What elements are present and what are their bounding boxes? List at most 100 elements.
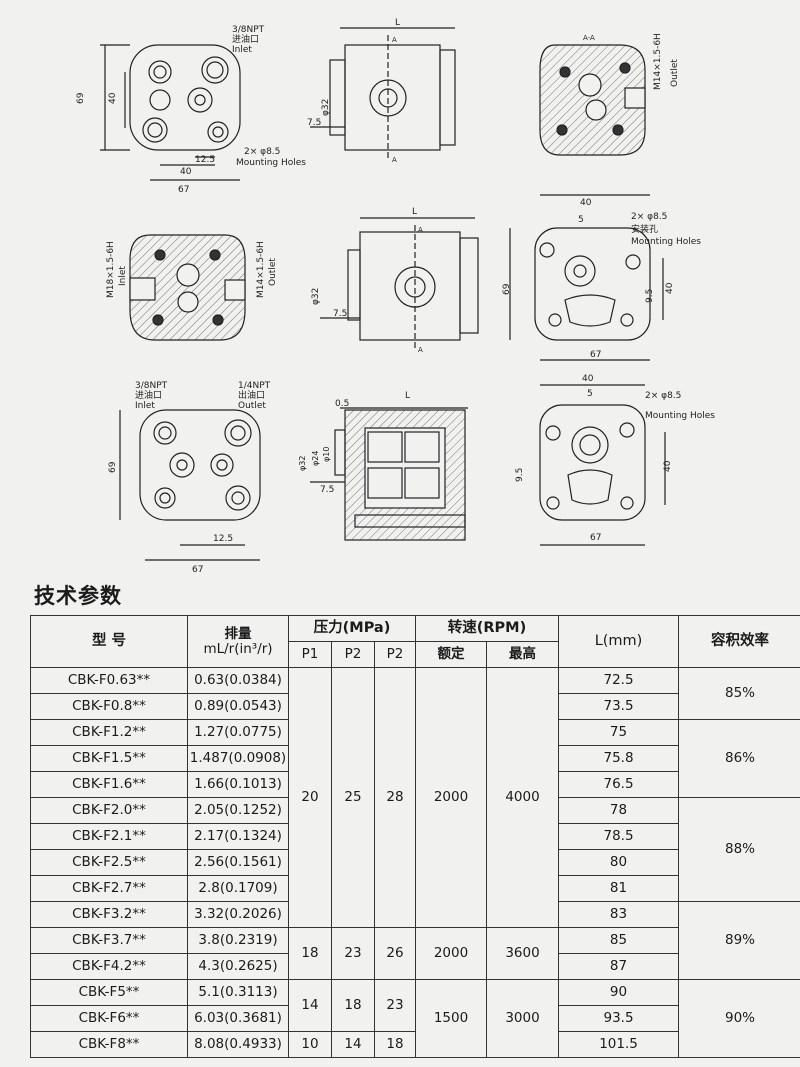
technical-drawings: 3/8NPT 进油口 Inlet 69 40 12.5 40 67 2× φ8.…: [76, 18, 715, 575]
svg-text:安装孔: 安装孔: [631, 223, 658, 235]
table-row: CBK-F3.7** 3.8(0.2319) 18 23 26 2000 360…: [30, 927, 800, 980]
p1-cell: 18: [288, 927, 332, 980]
svg-text:67: 67: [178, 185, 189, 195]
length-cell: 90: [558, 979, 680, 1006]
rated-speed-cell: 2000: [415, 927, 487, 980]
efficiency-cell: 90%: [678, 979, 800, 1058]
front-view-3: [119, 409, 261, 561]
table-row: CBK-F2.1** 2.17(0.1324) 78.5: [30, 823, 800, 850]
efficiency-cell: 89%: [678, 901, 800, 980]
svg-text:9.5: 9.5: [515, 468, 525, 482]
rated-speed-cell: 1500: [415, 979, 487, 1058]
table-row: CBK-F5** 5.1(0.3113) 14 18 23 1500 3000 …: [30, 979, 800, 1058]
header-displacement-unit: mL/r(in³/r): [203, 640, 273, 657]
svg-text:12.5: 12.5: [195, 155, 215, 165]
svg-text:M18×1.5-6H: M18×1.5-6H: [106, 241, 116, 298]
svg-text:67: 67: [590, 533, 601, 543]
svg-text:Outlet: Outlet: [238, 401, 266, 411]
displacement-cell: 3.32(0.2026): [187, 901, 289, 928]
length-cell: 93.5: [558, 1005, 680, 1032]
table-row: CBK-F1.6** 1.66(0.1013) 76.5: [30, 771, 800, 798]
length-cell: 76.5: [558, 771, 680, 798]
svg-text:12.5: 12.5: [213, 534, 233, 544]
section-title: 技术参数: [34, 584, 122, 608]
specs-table: 型 号 排量 mL/r(in³/r) 压力(MPa) 转速(RPM) L(mm)…: [30, 615, 800, 1058]
length-cell: 81: [558, 875, 680, 902]
section-view-2-labels: M18×1.5-6H Inlet M14×1.5-6H Outlet: [106, 241, 278, 298]
length-cell: 80: [558, 849, 680, 876]
model-cell: CBK-F2.5**: [30, 849, 188, 876]
svg-text:2× φ8.5: 2× φ8.5: [645, 391, 681, 401]
length-cell: 78.5: [558, 823, 680, 850]
header-p3: P2: [374, 641, 416, 668]
displacement-cell: 8.08(0.4933): [187, 1031, 289, 1058]
length-cell: 72.5: [558, 667, 680, 694]
header-rated: 额定: [415, 641, 487, 668]
svg-text:φ24: φ24: [311, 451, 320, 466]
table-row: CBK-F3.2** 3.32(0.2026) 83 89%: [30, 901, 800, 980]
cutaway-view-3: [310, 407, 468, 541]
svg-text:40: 40: [108, 92, 118, 104]
displacement-cell: 1.27(0.0775): [187, 719, 289, 746]
header-pressure: 压力(MPa): [288, 615, 416, 642]
svg-text:M14×1.5-6H: M14×1.5-6H: [256, 241, 266, 298]
table-row: CBK-F2.0** 2.05(0.1252) 78 88%: [30, 797, 800, 902]
svg-text:φ32: φ32: [298, 456, 307, 471]
svg-text:5: 5: [587, 389, 593, 399]
svg-text:9.5: 9.5: [645, 289, 655, 303]
svg-text:40: 40: [180, 167, 192, 177]
table-row: CBK-F0.63** 0.63(0.0384) 20 25 28 2000 4…: [30, 667, 800, 928]
svg-text:7.5: 7.5: [320, 485, 334, 495]
svg-text:L: L: [395, 18, 400, 28]
length-cell: 83: [558, 901, 680, 928]
svg-text:67: 67: [192, 565, 203, 575]
side-view-1-labels: L A A φ32 7.5: [307, 18, 400, 164]
length-cell: 85: [558, 927, 680, 954]
p1-cell: 14: [288, 979, 332, 1032]
svg-text:φ10: φ10: [322, 447, 331, 462]
model-cell: CBK-F1.5**: [30, 745, 188, 772]
front-view-1-labels: 3/8NPT 进油口 Inlet 69 40 12.5 40 67 2× φ8.…: [76, 25, 306, 195]
model-cell: CBK-F6**: [30, 1005, 188, 1032]
length-cell: 75.8: [558, 745, 680, 772]
svg-text:L: L: [412, 207, 417, 217]
svg-text:3/8NPT: 3/8NPT: [232, 25, 265, 35]
displacement-cell: 1.487(0.0908): [187, 745, 289, 772]
p2-cell: 18: [331, 979, 375, 1032]
table-row: CBK-F1.2** 1.27(0.0775) 75 86%: [30, 719, 800, 798]
p2-cell: 25: [331, 667, 375, 928]
svg-text:L: L: [405, 391, 410, 401]
header-displacement-cn: 排量: [224, 625, 252, 642]
svg-text:0.5: 0.5: [335, 399, 349, 409]
header-max: 最高: [485, 641, 560, 668]
model-cell: CBK-F2.1**: [30, 823, 188, 850]
svg-text:40: 40: [582, 374, 594, 384]
header-speed: 转速(RPM): [414, 615, 560, 642]
max-speed-cell: 3000: [485, 979, 560, 1058]
displacement-cell: 2.17(0.1324): [187, 823, 289, 850]
efficiency-cell: 86%: [678, 719, 800, 798]
side-view-2-labels: L A A φ32 7.5: [311, 207, 423, 354]
header-length: L(mm): [558, 615, 680, 668]
svg-text:69: 69: [108, 461, 118, 473]
displacement-cell: 2.56(0.1561): [187, 849, 289, 876]
length-cell: 73.5: [558, 693, 680, 720]
svg-text:Inlet: Inlet: [118, 266, 128, 286]
svg-text:Mounting Holes: Mounting Holes: [645, 411, 715, 421]
side-view-2: [320, 217, 479, 350]
front-view-2-labels: 40 5 2× φ8.5 安装孔 Mounting Holes 69 9.5 4…: [502, 198, 701, 360]
displacement-cell: 6.03(0.3681): [187, 1005, 289, 1032]
table-row: CBK-F1.5** 1.487(0.0908) 75.8: [30, 745, 800, 772]
length-cell: 75: [558, 719, 680, 746]
model-cell: CBK-F0.8**: [30, 693, 188, 720]
p3-cell: 28: [374, 667, 416, 928]
table-row: CBK-F6** 6.03(0.3681) 93.5: [30, 1005, 800, 1032]
side-view-1: [310, 27, 456, 160]
svg-text:Outlet: Outlet: [670, 59, 680, 87]
table-row: CBK-F8** 8.08(0.4933) 10 14 18 101.5: [30, 1031, 800, 1058]
displacement-cell: 4.3(0.2625): [187, 953, 289, 980]
displacement-cell: 3.8(0.2319): [187, 927, 289, 954]
svg-text:M14×1.5-6H: M14×1.5-6H: [653, 33, 663, 90]
svg-text:A: A: [392, 156, 397, 164]
svg-text:5: 5: [578, 215, 584, 225]
